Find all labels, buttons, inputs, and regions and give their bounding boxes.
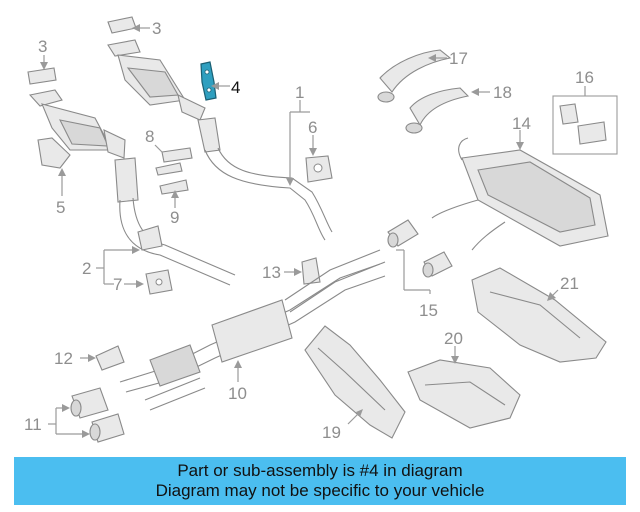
banner-line-2: Diagram may not be specific to your vehi… xyxy=(155,481,485,500)
gasket-3-upper xyxy=(107,16,137,34)
callout-10: 10 xyxy=(228,384,247,403)
callout-17: 17 xyxy=(449,49,468,68)
callout-11: 11 xyxy=(24,415,42,434)
callout-16: 16 xyxy=(575,68,594,87)
callout-21: 21 xyxy=(560,274,579,293)
callout-5: 5 xyxy=(56,198,65,217)
callout-3-left: 3 xyxy=(38,37,47,56)
callout-9: 9 xyxy=(170,208,179,227)
callout-15: 15 xyxy=(419,301,438,320)
callout-20: 20 xyxy=(444,329,463,348)
banner-line-1: Part or sub-assembly is #4 in diagram xyxy=(177,461,463,480)
left-catalytic-converter xyxy=(28,89,236,286)
callout-13: 13 xyxy=(262,263,281,282)
heat-shield-21 xyxy=(471,267,607,363)
callout-labels: 3 3 4 17 18 16 1 6 8 9 5 14 2 7 13 21 15… xyxy=(24,19,594,442)
leader-lines xyxy=(40,24,586,438)
clamp-11-upper xyxy=(70,387,109,419)
hanger-9 xyxy=(159,179,189,195)
callout-18: 18 xyxy=(493,83,512,102)
tailpipe-18 xyxy=(405,87,470,134)
info-banner: Part or sub-assembly is #4 in diagram Di… xyxy=(14,457,626,505)
tailpipe-17 xyxy=(377,49,452,103)
callout-19: 19 xyxy=(322,423,341,442)
hanger-kit-16 xyxy=(552,95,618,155)
mount-6 xyxy=(305,155,333,183)
bracket-5 xyxy=(37,137,71,169)
center-muffler-10 xyxy=(119,249,386,411)
heat-shield-20 xyxy=(407,359,521,429)
hanger-8 xyxy=(155,147,193,176)
right-catalytic-converter xyxy=(107,39,333,241)
heat-shield-19 xyxy=(304,325,406,439)
callout-8: 8 xyxy=(145,127,154,146)
bracket-7 xyxy=(145,269,173,295)
callout-12: 12 xyxy=(54,349,73,368)
clamp-11-lower xyxy=(89,413,125,443)
clamp-15-lower xyxy=(422,251,453,278)
callout-2: 2 xyxy=(82,259,91,278)
callout-1: 1 xyxy=(295,83,304,102)
callout-14: 14 xyxy=(512,114,531,133)
callout-7: 7 xyxy=(113,275,122,294)
part-4-heat-shield-highlighted[interactable] xyxy=(200,61,217,101)
callout-4-highlighted[interactable]: 4 xyxy=(231,78,240,97)
rear-muffler-14 xyxy=(431,137,609,251)
callout-3-upper: 3 xyxy=(152,19,161,38)
bracket-12 xyxy=(95,345,125,371)
clamp-15-upper xyxy=(387,219,419,248)
gasket-3-left xyxy=(27,67,57,85)
bracket-13 xyxy=(301,257,321,285)
callout-6: 6 xyxy=(308,118,317,137)
